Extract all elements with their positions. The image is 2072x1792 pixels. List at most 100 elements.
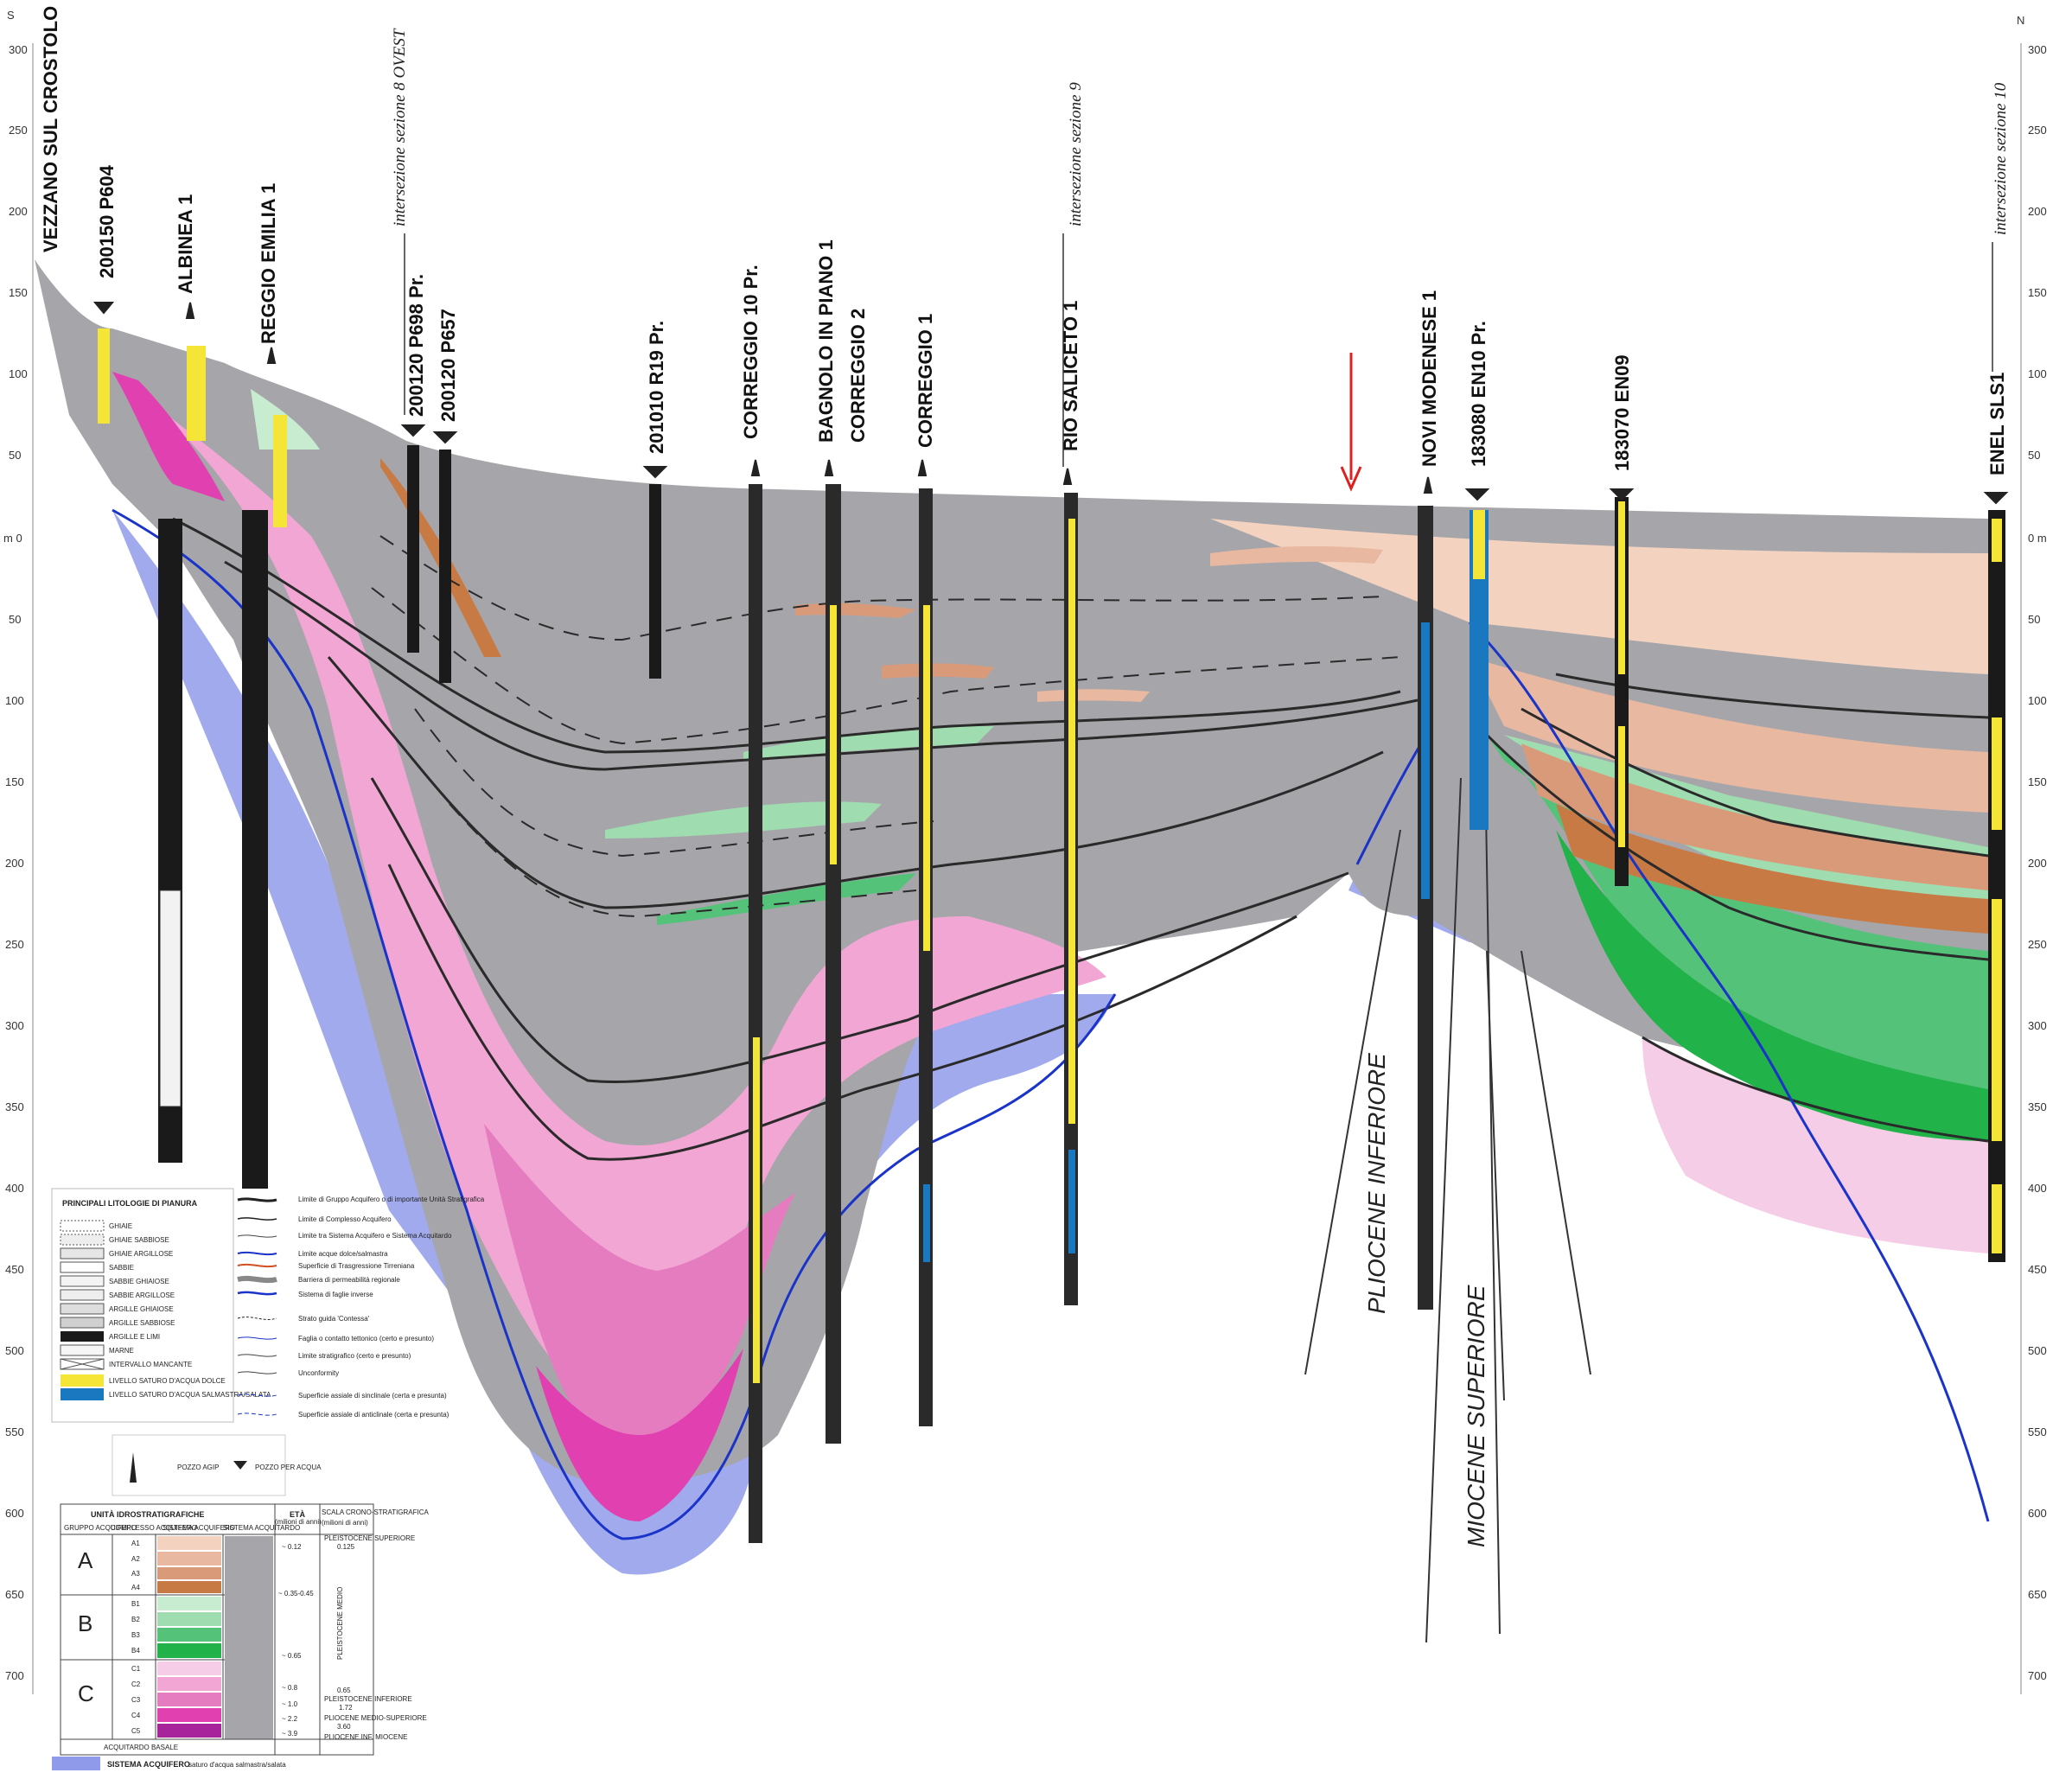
svg-text:(milioni di anni): (milioni di anni) xyxy=(322,1519,368,1527)
depth-tick: 350 xyxy=(2028,1100,2047,1113)
intersection-label: intersezione sezione 9 xyxy=(1067,82,1085,226)
depth-tick: 700 xyxy=(5,1669,24,1682)
svg-text:PLIOCENE MEDIO-SUPERIORE: PLIOCENE MEDIO-SUPERIORE xyxy=(324,1714,427,1722)
unit-a-lens xyxy=(1037,689,1150,702)
depth-tick: 600 xyxy=(2028,1507,2047,1520)
depth-tick: 150 xyxy=(5,775,24,788)
svg-text:A4: A4 xyxy=(131,1584,140,1591)
unit-a4 xyxy=(1556,804,1988,934)
svg-text:0.125: 0.125 xyxy=(337,1543,355,1551)
depth-tick: 200 xyxy=(2028,857,2047,870)
svg-text:GRUPPO ACQUIFERO: GRUPPO ACQUIFERO xyxy=(64,1524,137,1532)
svg-text:Limite di Complesso Acquifero: Limite di Complesso Acquifero xyxy=(298,1215,392,1223)
svg-text:PLEISTOCENE INFERIORE: PLEISTOCENE INFERIORE xyxy=(324,1695,412,1703)
svg-text:SABBIE ARGILLOSE: SABBIE ARGILLOSE xyxy=(109,1291,175,1299)
svg-text:ETÀ: ETÀ xyxy=(290,1510,306,1519)
svg-text:C4: C4 xyxy=(131,1712,141,1719)
unit-b-lens xyxy=(605,801,882,839)
svg-text:SCALA CRONO-STRATIGRAFICA: SCALA CRONO-STRATIGRAFICA xyxy=(322,1508,430,1516)
svg-text:Strato guida 'Contessa': Strato guida 'Contessa' xyxy=(298,1315,370,1323)
depth-tick: 150 xyxy=(2028,286,2047,299)
depth-tick: 200 xyxy=(2028,205,2047,218)
svg-text:LIVELLO SATURO D'ACQUA SALMAST: LIVELLO SATURO D'ACQUA SALMASTRA/SALATA xyxy=(109,1391,271,1399)
svg-text:1.72: 1.72 xyxy=(339,1704,353,1712)
saline-water-levels xyxy=(923,622,1430,1262)
depth-tick: 150 xyxy=(9,286,28,299)
clay-intervals xyxy=(1618,562,2002,1184)
svg-text:~ 2.2: ~ 2.2 xyxy=(282,1715,298,1723)
svg-text:Limite acque dolce/salmastra: Limite acque dolce/salmastra xyxy=(298,1250,388,1258)
depth-tick: 200 xyxy=(9,205,28,218)
stratigraphic-boundaries xyxy=(172,517,1989,1161)
depth-tick: 100 xyxy=(5,694,24,707)
svg-text:C2: C2 xyxy=(131,1680,141,1688)
well-labels: VEZZANO SUL CROSTOLO 200150 P604 ALBINEA… xyxy=(40,6,2008,475)
unit-c5-magenta xyxy=(484,1124,795,1454)
unit-c-pinks xyxy=(121,380,1106,1400)
depth-tick: 50 xyxy=(2028,613,2040,626)
svg-text:C1: C1 xyxy=(131,1665,141,1673)
svg-text:saturo d'acqua salmastra/salat: saturo d'acqua salmastra/salata xyxy=(188,1761,286,1769)
well-column-r19 xyxy=(649,484,661,679)
svg-text:COMPLESSO ACQUIFERO: COMPLESSO ACQUIFERO xyxy=(111,1524,197,1532)
svg-text:GHIAIE: GHIAIE xyxy=(109,1222,132,1230)
depth-tick: 450 xyxy=(2028,1263,2047,1276)
svg-text:~ 3.9: ~ 3.9 xyxy=(282,1730,298,1738)
well-label-p698: 200120 P698 Pr. xyxy=(405,274,427,417)
svg-text:C: C xyxy=(78,1680,94,1706)
svg-text:~ 0.12: ~ 0.12 xyxy=(282,1543,302,1551)
well-label-r19: 201010 R19 Pr. xyxy=(646,321,667,454)
well-label-bagnolo: BAGNOLO IN PIANO 1 xyxy=(815,239,837,443)
svg-text:A3: A3 xyxy=(131,1570,140,1578)
svg-text:3.60: 3.60 xyxy=(337,1723,351,1731)
well-label-en10: 183080 EN10 Pr. xyxy=(1468,321,1489,467)
depth-tick: 550 xyxy=(2028,1425,2047,1438)
units-rows: A1 A2 A3 A4 B1 B2 B3 B4 C1 C2 C3 C4 C5 xyxy=(131,1536,221,1738)
svg-text:C3: C3 xyxy=(131,1696,141,1704)
svg-text:PLEISTOCENE MEDIO: PLEISTOCENE MEDIO xyxy=(336,1587,344,1660)
well-label-correggio1: CORREGGIO 1 xyxy=(915,314,936,448)
unit-b-lens xyxy=(657,873,916,925)
svg-text:SISTEMA ACQUIFERO: SISTEMA ACQUIFERO xyxy=(163,1524,235,1532)
svg-text:~ 0.8: ~ 0.8 xyxy=(282,1684,298,1692)
depth-tick: 100 xyxy=(2028,694,2047,707)
svg-text:INTERVALLO MANCANTE: INTERVALLO MANCANTE xyxy=(109,1361,192,1368)
svg-text:Faglia o contatto tettonico (c: Faglia o contatto tettonico (certo e pre… xyxy=(298,1335,434,1342)
depth-tick: 500 xyxy=(2028,1344,2047,1357)
compass-north: N xyxy=(2017,14,2024,27)
unit-b-dark xyxy=(1556,830,1988,1141)
unit-a-lens xyxy=(1210,545,1383,566)
svg-text:Sistema di faglie inverse: Sistema di faglie inverse xyxy=(298,1291,373,1298)
svg-text:Superficie assiale di sinclina: Superficie assiale di sinclinale (certa … xyxy=(298,1392,447,1400)
depth-tick: 50 xyxy=(9,449,21,462)
svg-text:PRINCIPALI LITOLOGIE DI PIANUR: PRINCIPALI LITOLOGIE DI PIANURA xyxy=(62,1199,198,1208)
depth-tick: 100 xyxy=(9,367,28,380)
svg-text:A2: A2 xyxy=(131,1555,140,1563)
svg-text:PLEISTOCENE SUPERIORE: PLEISTOCENE SUPERIORE xyxy=(324,1534,415,1542)
well-column-bagnolo xyxy=(826,484,841,1444)
svg-text:POZZO AGIP: POZZO AGIP xyxy=(177,1464,219,1471)
depth-tick: 50 xyxy=(2028,449,2040,462)
intersection-label: intersezione sezione 8 OVEST xyxy=(391,28,409,226)
svg-text:ARGILLE E LIMI: ARGILLE E LIMI xyxy=(109,1333,160,1341)
svg-text:A1: A1 xyxy=(131,1540,140,1547)
formation-label-miocene: MIOCENE SUPERIORE xyxy=(1463,1285,1489,1547)
depth-tick: 200 xyxy=(5,857,24,870)
depth-tick: 400 xyxy=(5,1182,24,1195)
svg-text:MARNE: MARNE xyxy=(109,1347,134,1355)
depth-tick: 500 xyxy=(5,1344,24,1357)
intersection-markers: intersezione sezione 8 OVEST intersezion… xyxy=(391,28,2010,467)
depth-axis-left: S 300 250 200 150 100 50 m 0 50 100 150 … xyxy=(3,9,34,1694)
legend-lines: Limite di Gruppo Acquifero o di importan… xyxy=(237,1196,485,1419)
svg-text:LIVELLO SATURO D'ACQUA DOLCE: LIVELLO SATURO D'ACQUA DOLCE xyxy=(109,1377,226,1385)
fresh-saline-limit xyxy=(112,508,1990,1540)
depth-tick: 300 xyxy=(2028,1019,2047,1032)
svg-text:GHIAIE ARGILLOSE: GHIAIE ARGILLOSE xyxy=(109,1250,173,1258)
depth-tick: 50 xyxy=(9,613,21,626)
unit-a2 xyxy=(1470,657,1988,813)
svg-text:SISTEMA ACQUITARDO: SISTEMA ACQUITARDO xyxy=(223,1524,300,1532)
boreholes xyxy=(92,302,2009,1543)
well-column-correggio10 xyxy=(749,484,762,1543)
unit-c-north-flank xyxy=(1642,1037,1988,1253)
svg-text:SISTEMA ACQUIFERO: SISTEMA ACQUIFERO xyxy=(107,1760,190,1769)
